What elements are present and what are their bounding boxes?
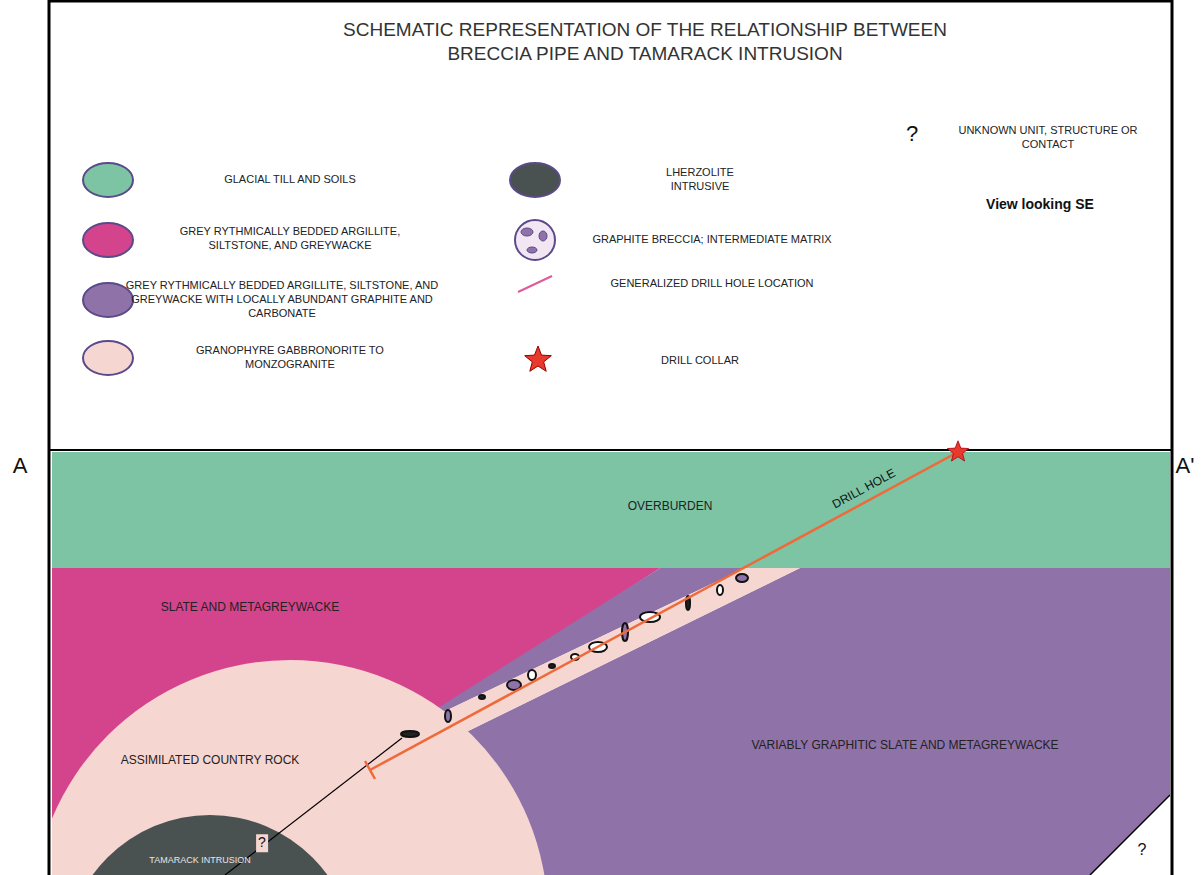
legend-text: LHERZOLITE INTRUSIVE — [650, 166, 750, 194]
overburden — [52, 452, 1170, 568]
legend-swatch — [83, 163, 133, 197]
legend-swatch — [78, 336, 138, 380]
unit-label: ASSIMILATED COUNTRY ROCK — [90, 753, 330, 768]
geology — [52, 452, 1170, 875]
rock-unit: SLATE AND METAGREYWACKE — [52, 568, 612, 668]
unit-label: TAMARACK INTRUSION — [110, 855, 290, 866]
rock-unit: ASSIMILATED COUNTRY ROCK TAMARACK INTRUSI… — [52, 660, 548, 875]
lherzolite-intrusion — [65, 815, 355, 875]
drill-hole-end — [365, 761, 375, 779]
unknown-symbol: ? — [1138, 840, 1147, 860]
legend-text: GRANOPHYRE GABBRONORITE TO MONZOGRANITE — [190, 344, 390, 372]
legend-text: GRAPHITE BRECCIA; INTERMEDIATE MATRIX — [562, 233, 862, 247]
legend-text: GREY RYTHMICALLY BEDDED ARGILLITE, SILTS… — [165, 225, 415, 253]
contact — [1090, 795, 1170, 875]
legend-swatch — [78, 218, 138, 262]
legend-swatch — [83, 341, 133, 375]
view-note: View looking SE — [986, 196, 1094, 214]
legend-swatch — [510, 163, 560, 197]
rock-unit: OVERBURDEN — [52, 452, 1170, 568]
section-end: A — [13, 452, 28, 480]
unknown-symbol: ? — [256, 834, 268, 852]
star-sample — [525, 346, 552, 371]
assimilated-zone — [52, 660, 548, 875]
legend-text: GLACIAL TILL AND SOILS — [165, 173, 415, 187]
breccia-clasts — [401, 574, 748, 737]
legend-swatch — [83, 223, 133, 257]
legend-swatch — [83, 283, 133, 317]
drill-hole — [370, 452, 958, 770]
diagram-title: SCHEMATIC REPRESENTATION OF THE RELATION… — [325, 18, 965, 66]
unit-label: OVERBURDEN — [570, 499, 770, 514]
rock-unit: TAMARACK INTRUSION — [65, 815, 355, 875]
drill-hole-sample — [518, 276, 552, 292]
section-line — [49, 449, 1172, 451]
drill-collar — [947, 441, 968, 461]
unit-label: SLATE AND METAGREYWACKE — [120, 600, 380, 615]
legend-text: GREY RYTHMICALLY BEDDED ARGILLITE, SILTS… — [112, 279, 452, 320]
unknown-unit — [1090, 795, 1170, 875]
breccia-sample — [515, 220, 555, 260]
legend-text: DRILL COLLAR — [600, 354, 800, 368]
legend-text: GENERALIZED DRILL HOLE LOCATION — [562, 277, 862, 291]
section-end: A' — [1176, 452, 1195, 480]
legend-swatch — [78, 158, 138, 202]
unknown-symbol: ? — [906, 120, 918, 148]
legend-text: UNKNOWN UNIT, STRUCTURE OR CONTACT — [948, 124, 1148, 152]
unit-label: VARIABLY GRAPHITIC SLATE AND METAGREYWAC… — [715, 738, 1095, 753]
legend-swatch — [505, 158, 565, 202]
rock-unit: VARIABLY GRAPHITIC SLATE AND METAGREYWAC… — [560, 680, 1170, 790]
